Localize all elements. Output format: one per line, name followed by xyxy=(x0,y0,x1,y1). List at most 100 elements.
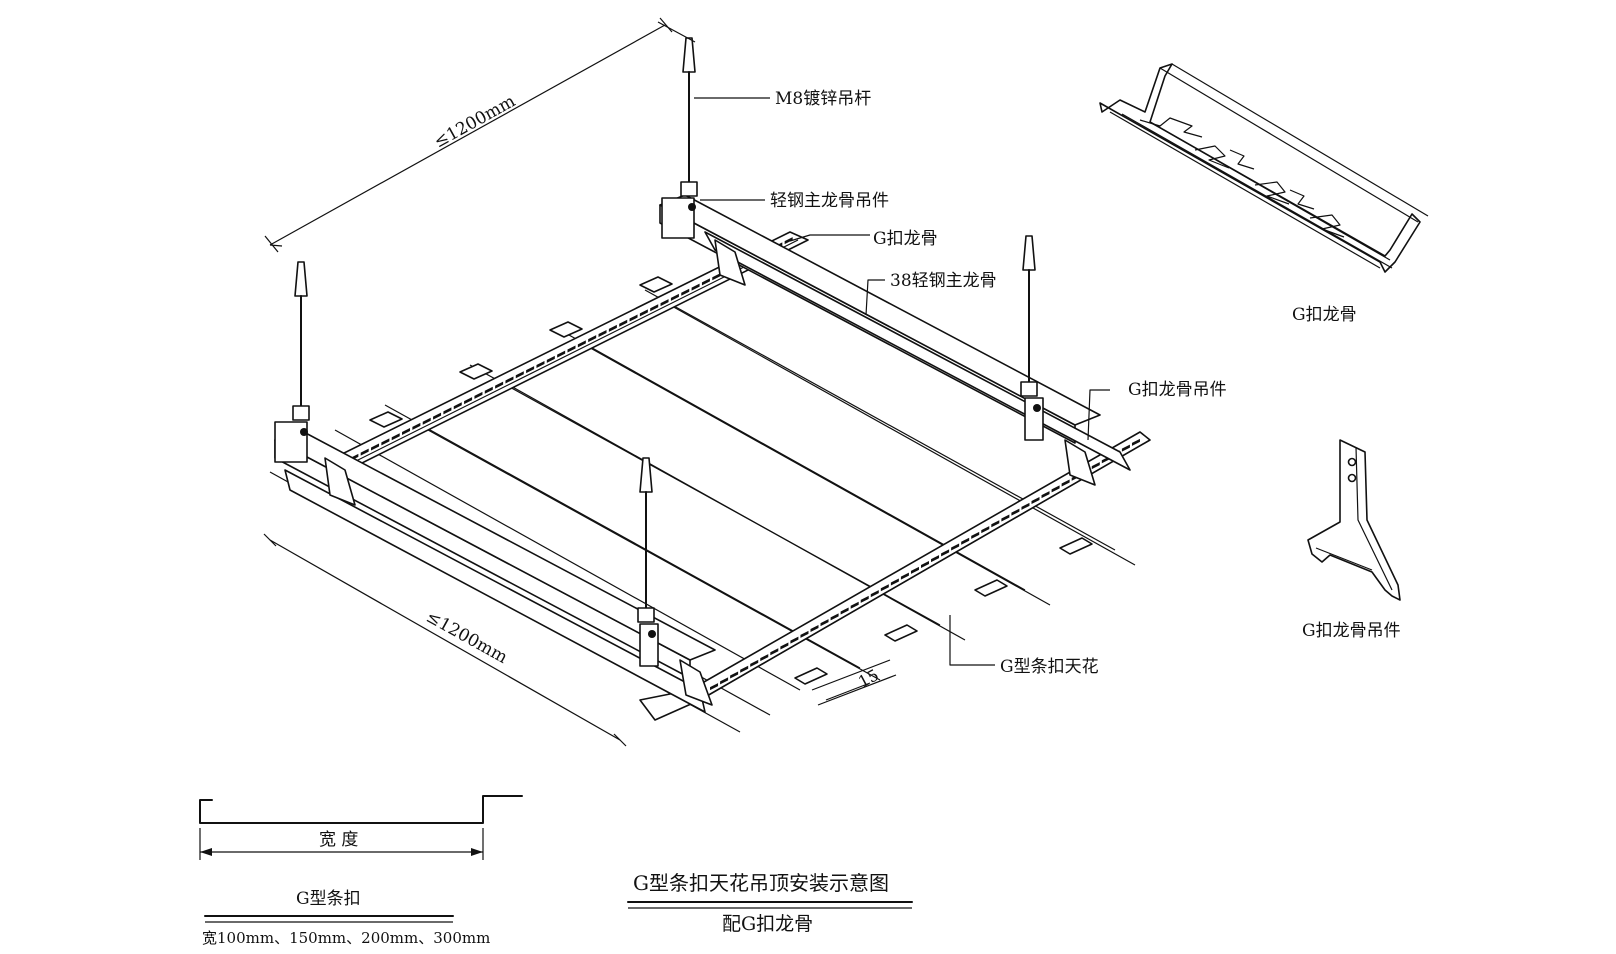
profile-name: G型条扣 xyxy=(296,889,361,909)
rail-slot xyxy=(1091,462,1100,470)
rail-slot xyxy=(443,407,452,415)
rail-slot xyxy=(422,417,431,425)
rail-slot xyxy=(391,433,400,441)
rail-slot xyxy=(505,376,514,384)
rail-slot xyxy=(691,283,700,291)
profile-width-label: 宽 度 xyxy=(319,830,358,850)
rail-slot xyxy=(701,278,710,286)
label-g-keel-hanger: G扣龙骨吊件 xyxy=(1128,380,1227,400)
rail-slot xyxy=(870,590,879,598)
rail-slot xyxy=(1011,508,1020,516)
leader-lines xyxy=(694,97,1110,666)
rail-slot xyxy=(1061,479,1070,487)
rail-slot xyxy=(1021,502,1030,510)
rail-slot xyxy=(619,319,628,327)
rail-slot xyxy=(820,619,829,627)
rail-slot xyxy=(1131,438,1140,446)
rail-slot xyxy=(1051,485,1060,493)
rail-slot xyxy=(412,422,421,430)
rail-slot xyxy=(750,659,759,667)
label-g-keel-top: G扣龙骨 xyxy=(873,229,938,249)
rail-slot xyxy=(650,304,659,312)
rail-slot xyxy=(810,625,819,632)
rail-slot xyxy=(1001,514,1010,522)
label-rod: M8镀锌吊杆 xyxy=(775,89,871,109)
title-main: G型条扣天花吊顶安装示意图 xyxy=(633,871,889,895)
rail-slot xyxy=(453,402,462,410)
rail-slot xyxy=(981,526,990,534)
dimension-bottom-label: ≤1200mm xyxy=(423,607,511,668)
rail-slot xyxy=(951,543,960,551)
rail-slot xyxy=(598,330,607,338)
hanger-rods xyxy=(274,37,1044,667)
rail-slot xyxy=(840,607,849,615)
rail-slot xyxy=(961,537,970,545)
g-keel-hanger-detail xyxy=(1307,439,1401,601)
rail-slot xyxy=(800,630,809,638)
rail-slot xyxy=(830,613,839,621)
rail-slot xyxy=(730,671,739,679)
rail-slot xyxy=(536,360,545,368)
dimension-bottom xyxy=(263,533,627,747)
rail-slot xyxy=(464,397,473,405)
g-keel-detail xyxy=(1099,63,1429,273)
rail-slot xyxy=(681,288,690,296)
rail-slot xyxy=(910,566,919,574)
rail-slot xyxy=(860,595,869,603)
rail-clips xyxy=(324,239,1096,706)
rail-slot xyxy=(588,335,597,343)
rail-slot xyxy=(567,345,576,353)
label-ceiling-panel: G型条扣天花 xyxy=(1000,657,1099,677)
label-main-hanger: 轻钢主龙骨吊件 xyxy=(770,191,889,211)
rail-slot xyxy=(931,555,940,563)
rail-slot xyxy=(639,309,648,317)
dimension-gap xyxy=(811,659,897,706)
dimension-top xyxy=(264,17,696,253)
rail-slot xyxy=(402,428,411,436)
rail-slot xyxy=(941,549,950,557)
rail-slot xyxy=(381,438,390,446)
rail-slot xyxy=(629,314,638,322)
rail-slot xyxy=(760,654,769,662)
g-profile-section xyxy=(199,795,523,860)
label-main-keel: 38轻钢主龙骨 xyxy=(890,271,997,291)
rail-slot xyxy=(484,386,493,394)
title-sub: 配G扣龙骨 xyxy=(722,913,813,935)
rail-slot xyxy=(880,584,889,592)
rail-slot xyxy=(1121,444,1130,452)
rail-slot xyxy=(850,601,859,609)
rail-slot xyxy=(921,561,929,568)
detail-keel-label: G扣龙骨 xyxy=(1292,305,1357,325)
rail-slot xyxy=(710,683,719,691)
rail-slot xyxy=(1031,497,1040,504)
rail-slot xyxy=(670,293,679,301)
rail-slot xyxy=(780,642,789,650)
rail-slot xyxy=(784,237,793,245)
g-keel-rails xyxy=(326,231,1151,721)
profile-sizes: 宽100mm、150mm、200mm、300mm xyxy=(202,929,490,947)
rail-slot xyxy=(740,665,749,673)
main-keels xyxy=(274,194,1131,713)
rail-slot xyxy=(371,443,380,451)
rail-slot xyxy=(526,366,535,374)
rail-slot xyxy=(577,340,586,348)
detail-hanger-label: G扣龙骨吊件 xyxy=(1302,621,1401,641)
rail-slot xyxy=(660,299,669,307)
rail-slot xyxy=(557,350,566,358)
rail-slot xyxy=(971,531,980,539)
rail-slot xyxy=(712,273,721,281)
rail-slot xyxy=(770,648,779,656)
dimension-top-label: ≤1200mm xyxy=(431,91,519,152)
rail-slot xyxy=(608,324,617,332)
rail-slot xyxy=(515,371,524,379)
rail-slot xyxy=(900,572,909,580)
rail-slot xyxy=(474,391,483,399)
rail-slot xyxy=(890,578,899,586)
rail-slot xyxy=(790,636,799,644)
rail-slot xyxy=(433,412,442,420)
rail-slot xyxy=(991,520,1000,528)
rail-slot xyxy=(1041,491,1050,499)
rail-slot xyxy=(495,381,504,389)
rail-slot xyxy=(720,677,729,685)
